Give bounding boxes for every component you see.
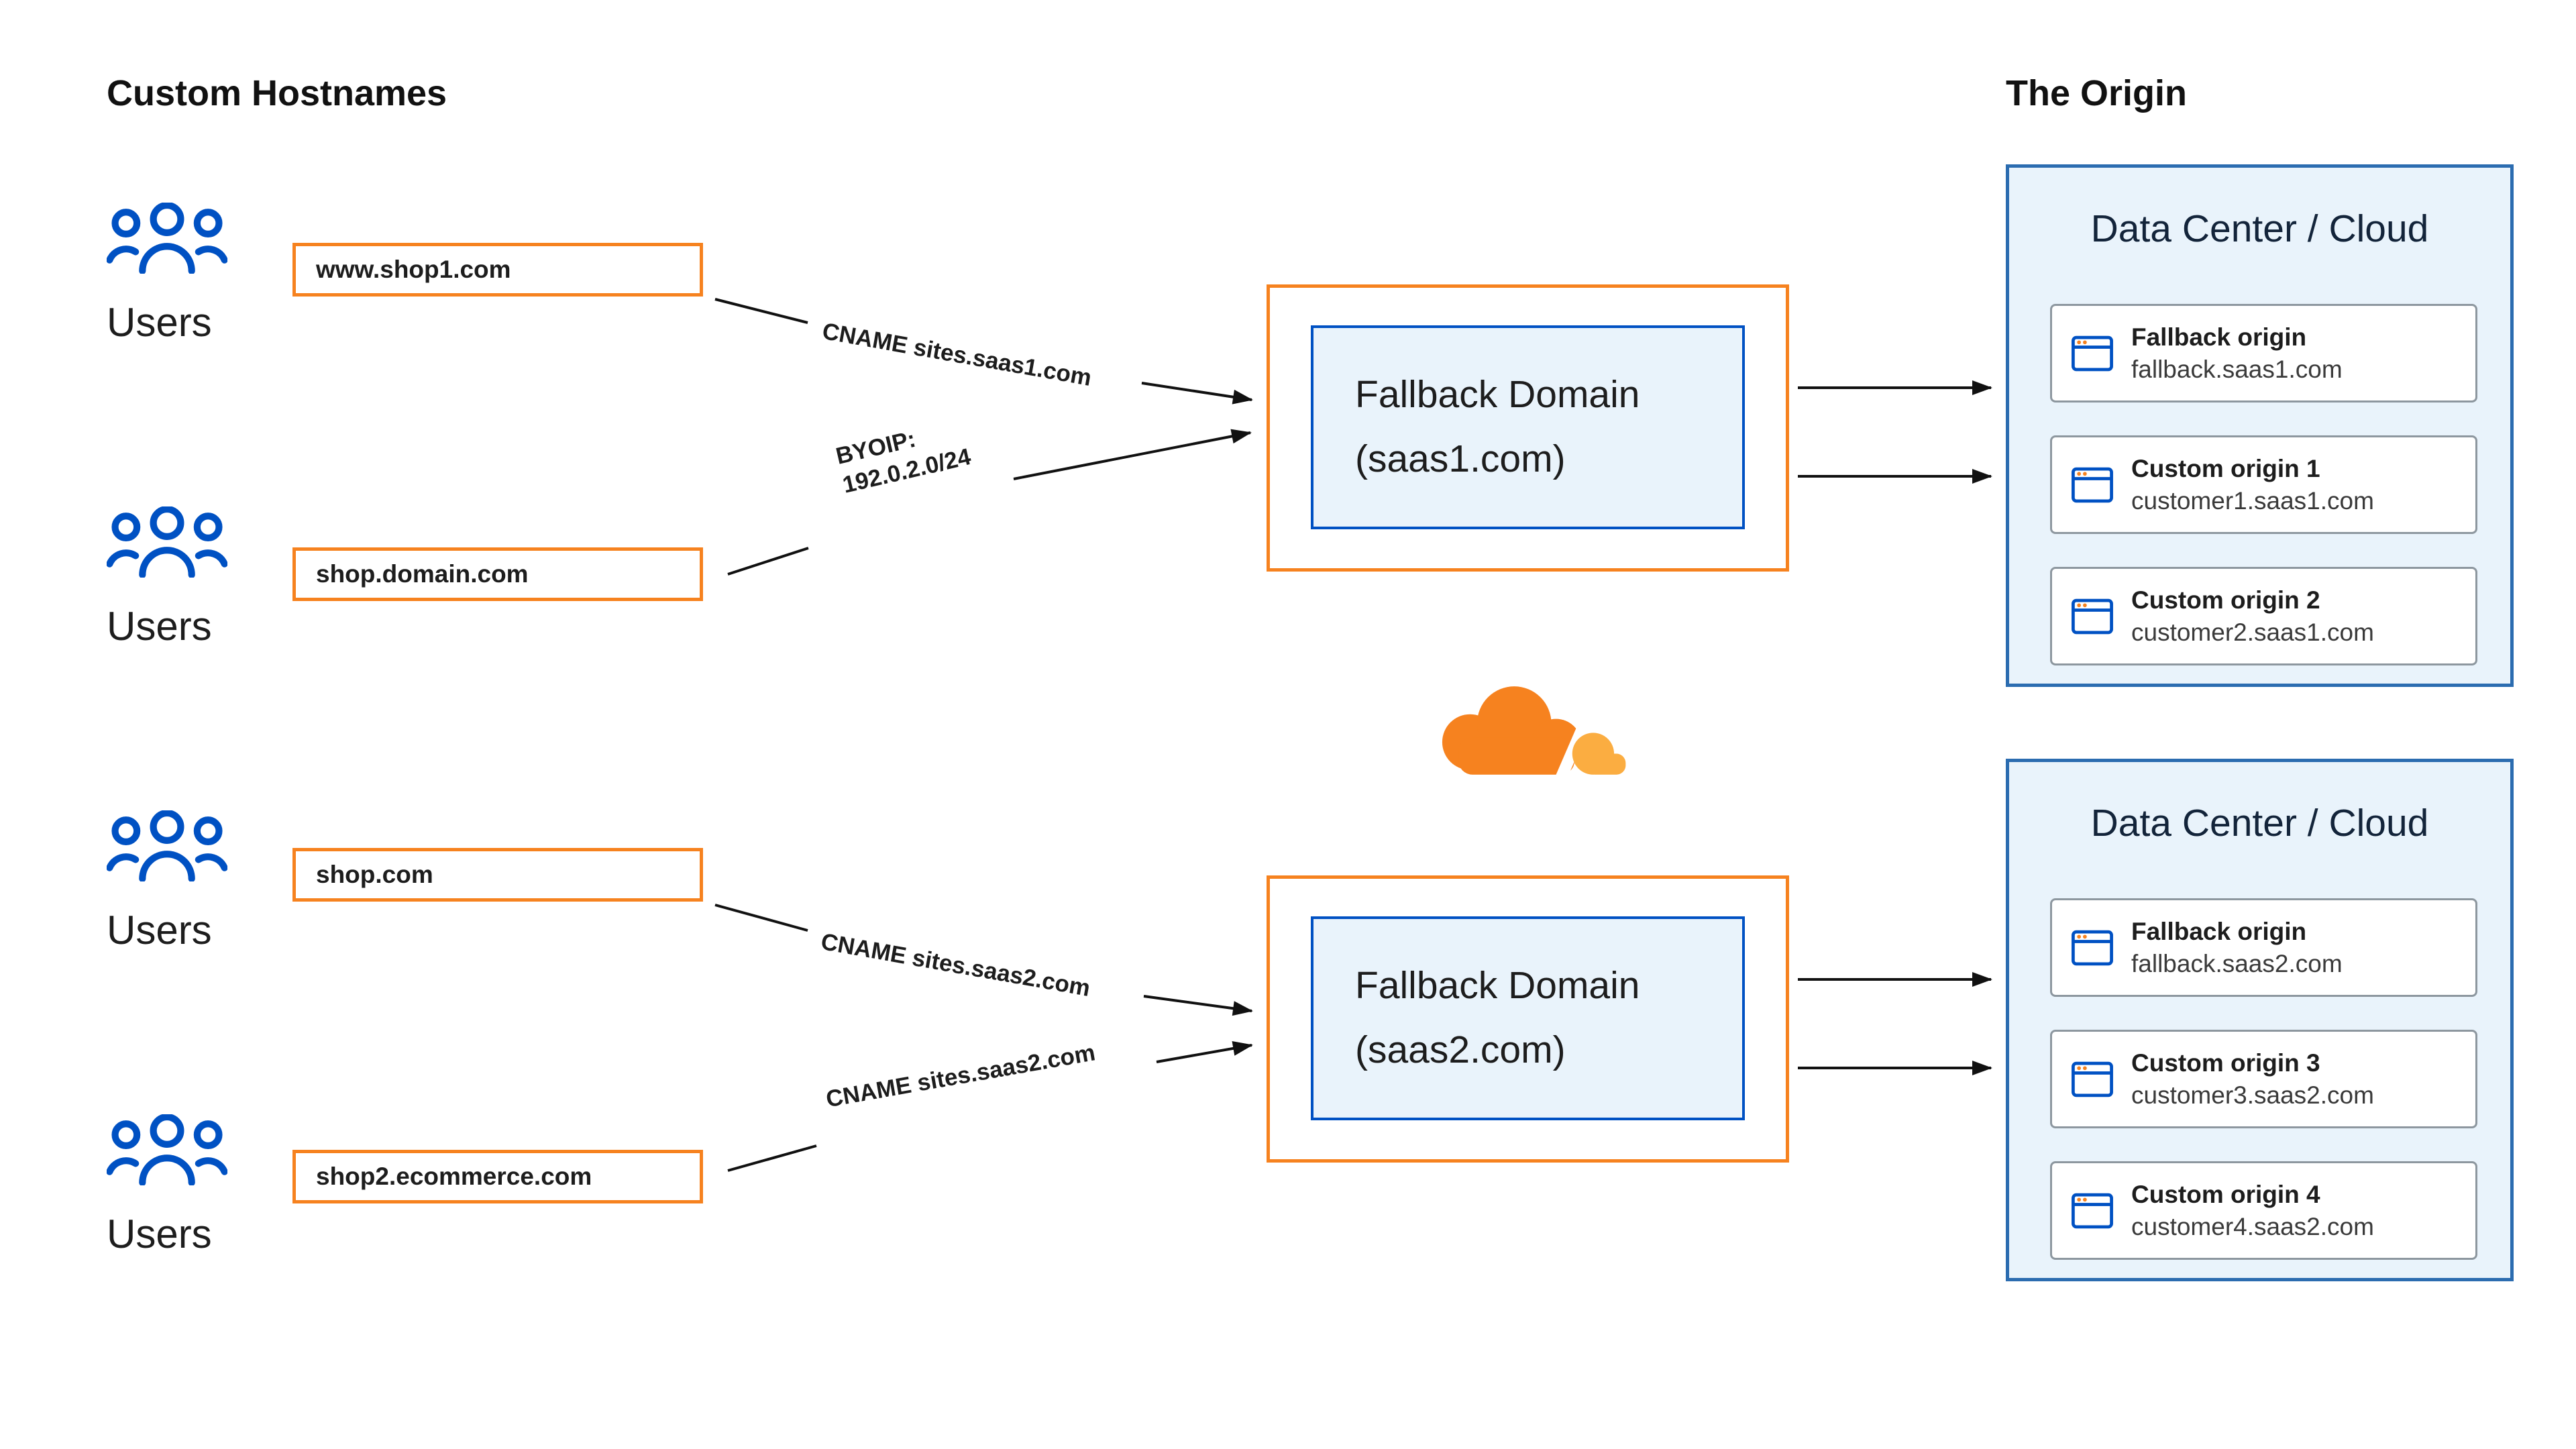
users-icon (107, 203, 227, 274)
origin-host: customer2.saas1.com (2131, 618, 2374, 646)
edge-label-byoip: BYOIP: 192.0.2.0/24 (833, 413, 973, 500)
origin-host: customer1.saas1.com (2131, 486, 2374, 515)
browser-window-icon (2071, 335, 2114, 372)
the-origin-title: The Origin (2006, 73, 2187, 113)
origin-card-custom1-saas1: Custom origin 1 customer1.saas1.com (2050, 435, 2477, 534)
edge-label-cname-saas2-upper: CNAME sites.saas2.com (818, 928, 1093, 1002)
hostname-box-shop: shop.com (292, 848, 703, 902)
edge-label-cname-saas2-lower: CNAME sites.saas2.com (824, 1039, 1097, 1113)
browser-window-icon (2071, 1193, 2114, 1229)
fallback-domain-1-line2: (saas1.com) (1355, 437, 1566, 480)
cloudflare-logo (1442, 686, 1626, 786)
origin-name: Custom origin 2 (2131, 586, 2320, 614)
origin-host: customer4.saas2.com (2131, 1212, 2374, 1240)
user-group-1: Users (107, 203, 227, 345)
data-center-2: Data Center / Cloud Fallback origin fall… (2006, 759, 2514, 1281)
fallback-domain-1: Fallback Domain (saas1.com) (1311, 325, 1745, 529)
users-label: Users (107, 300, 212, 345)
origin-card-custom3-saas2: Custom origin 3 customer3.saas2.com (2050, 1030, 2477, 1128)
users-icon (107, 810, 227, 881)
users-icon (107, 506, 227, 578)
origin-name: Custom origin 3 (2131, 1049, 2320, 1077)
browser-window-icon (2071, 1061, 2114, 1097)
fallback-domain-2-line1: Fallback Domain (1355, 964, 1640, 1008)
data-center-1: Data Center / Cloud Fallback origin fall… (2006, 164, 2514, 687)
hostname-box-ecommerce: shop2.ecommerce.com (292, 1150, 703, 1203)
users-label: Users (107, 1212, 212, 1256)
origin-host: customer3.saas2.com (2131, 1081, 2374, 1109)
origin-card-fallback-saas1: Fallback origin fallback.saas1.com (2050, 304, 2477, 402)
fallback-domain-2-outer: Fallback Domain (saas2.com) (1267, 875, 1789, 1163)
origin-card-custom4-saas2: Custom origin 4 customer4.saas2.com (2050, 1161, 2477, 1260)
origin-card-custom2-saas1: Custom origin 2 customer2.saas1.com (2050, 567, 2477, 665)
custom-hostnames-title: Custom Hostnames (107, 73, 447, 113)
origin-card-fallback-saas2: Fallback origin fallback.saas2.com (2050, 898, 2477, 997)
origin-name: Fallback origin (2131, 323, 2307, 351)
browser-window-icon (2071, 598, 2114, 635)
users-label: Users (107, 604, 212, 649)
origin-host: fallback.saas2.com (2131, 949, 2343, 977)
fallback-domain-1-line1: Fallback Domain (1355, 373, 1640, 417)
origin-name: Custom origin 1 (2131, 454, 2320, 482)
fallback-domain-2: Fallback Domain (saas2.com) (1311, 916, 1745, 1120)
origin-name: Custom origin 4 (2131, 1180, 2320, 1208)
fallback-domain-2-line2: (saas2.com) (1355, 1028, 1566, 1071)
browser-window-icon (2071, 467, 2114, 503)
users-label: Users (107, 908, 212, 953)
origin-host: fallback.saas1.com (2131, 355, 2343, 383)
user-group-3: Users (107, 810, 227, 953)
data-center-1-title: Data Center / Cloud (2090, 207, 2429, 250)
fallback-domain-1-outer: Fallback Domain (saas1.com) (1267, 284, 1789, 572)
hostname-box-domain: shop.domain.com (292, 547, 703, 601)
data-center-2-title: Data Center / Cloud (2090, 802, 2429, 845)
users-icon (107, 1114, 227, 1185)
user-group-2: Users (107, 506, 227, 649)
user-group-4: Users (107, 1114, 227, 1257)
edge-label-cname-saas1: CNAME sites.saas1.com (820, 317, 1094, 391)
hostname-box-shop1: www.shop1.com (292, 243, 703, 297)
browser-window-icon (2071, 930, 2114, 966)
origin-name: Fallback origin (2131, 917, 2307, 945)
